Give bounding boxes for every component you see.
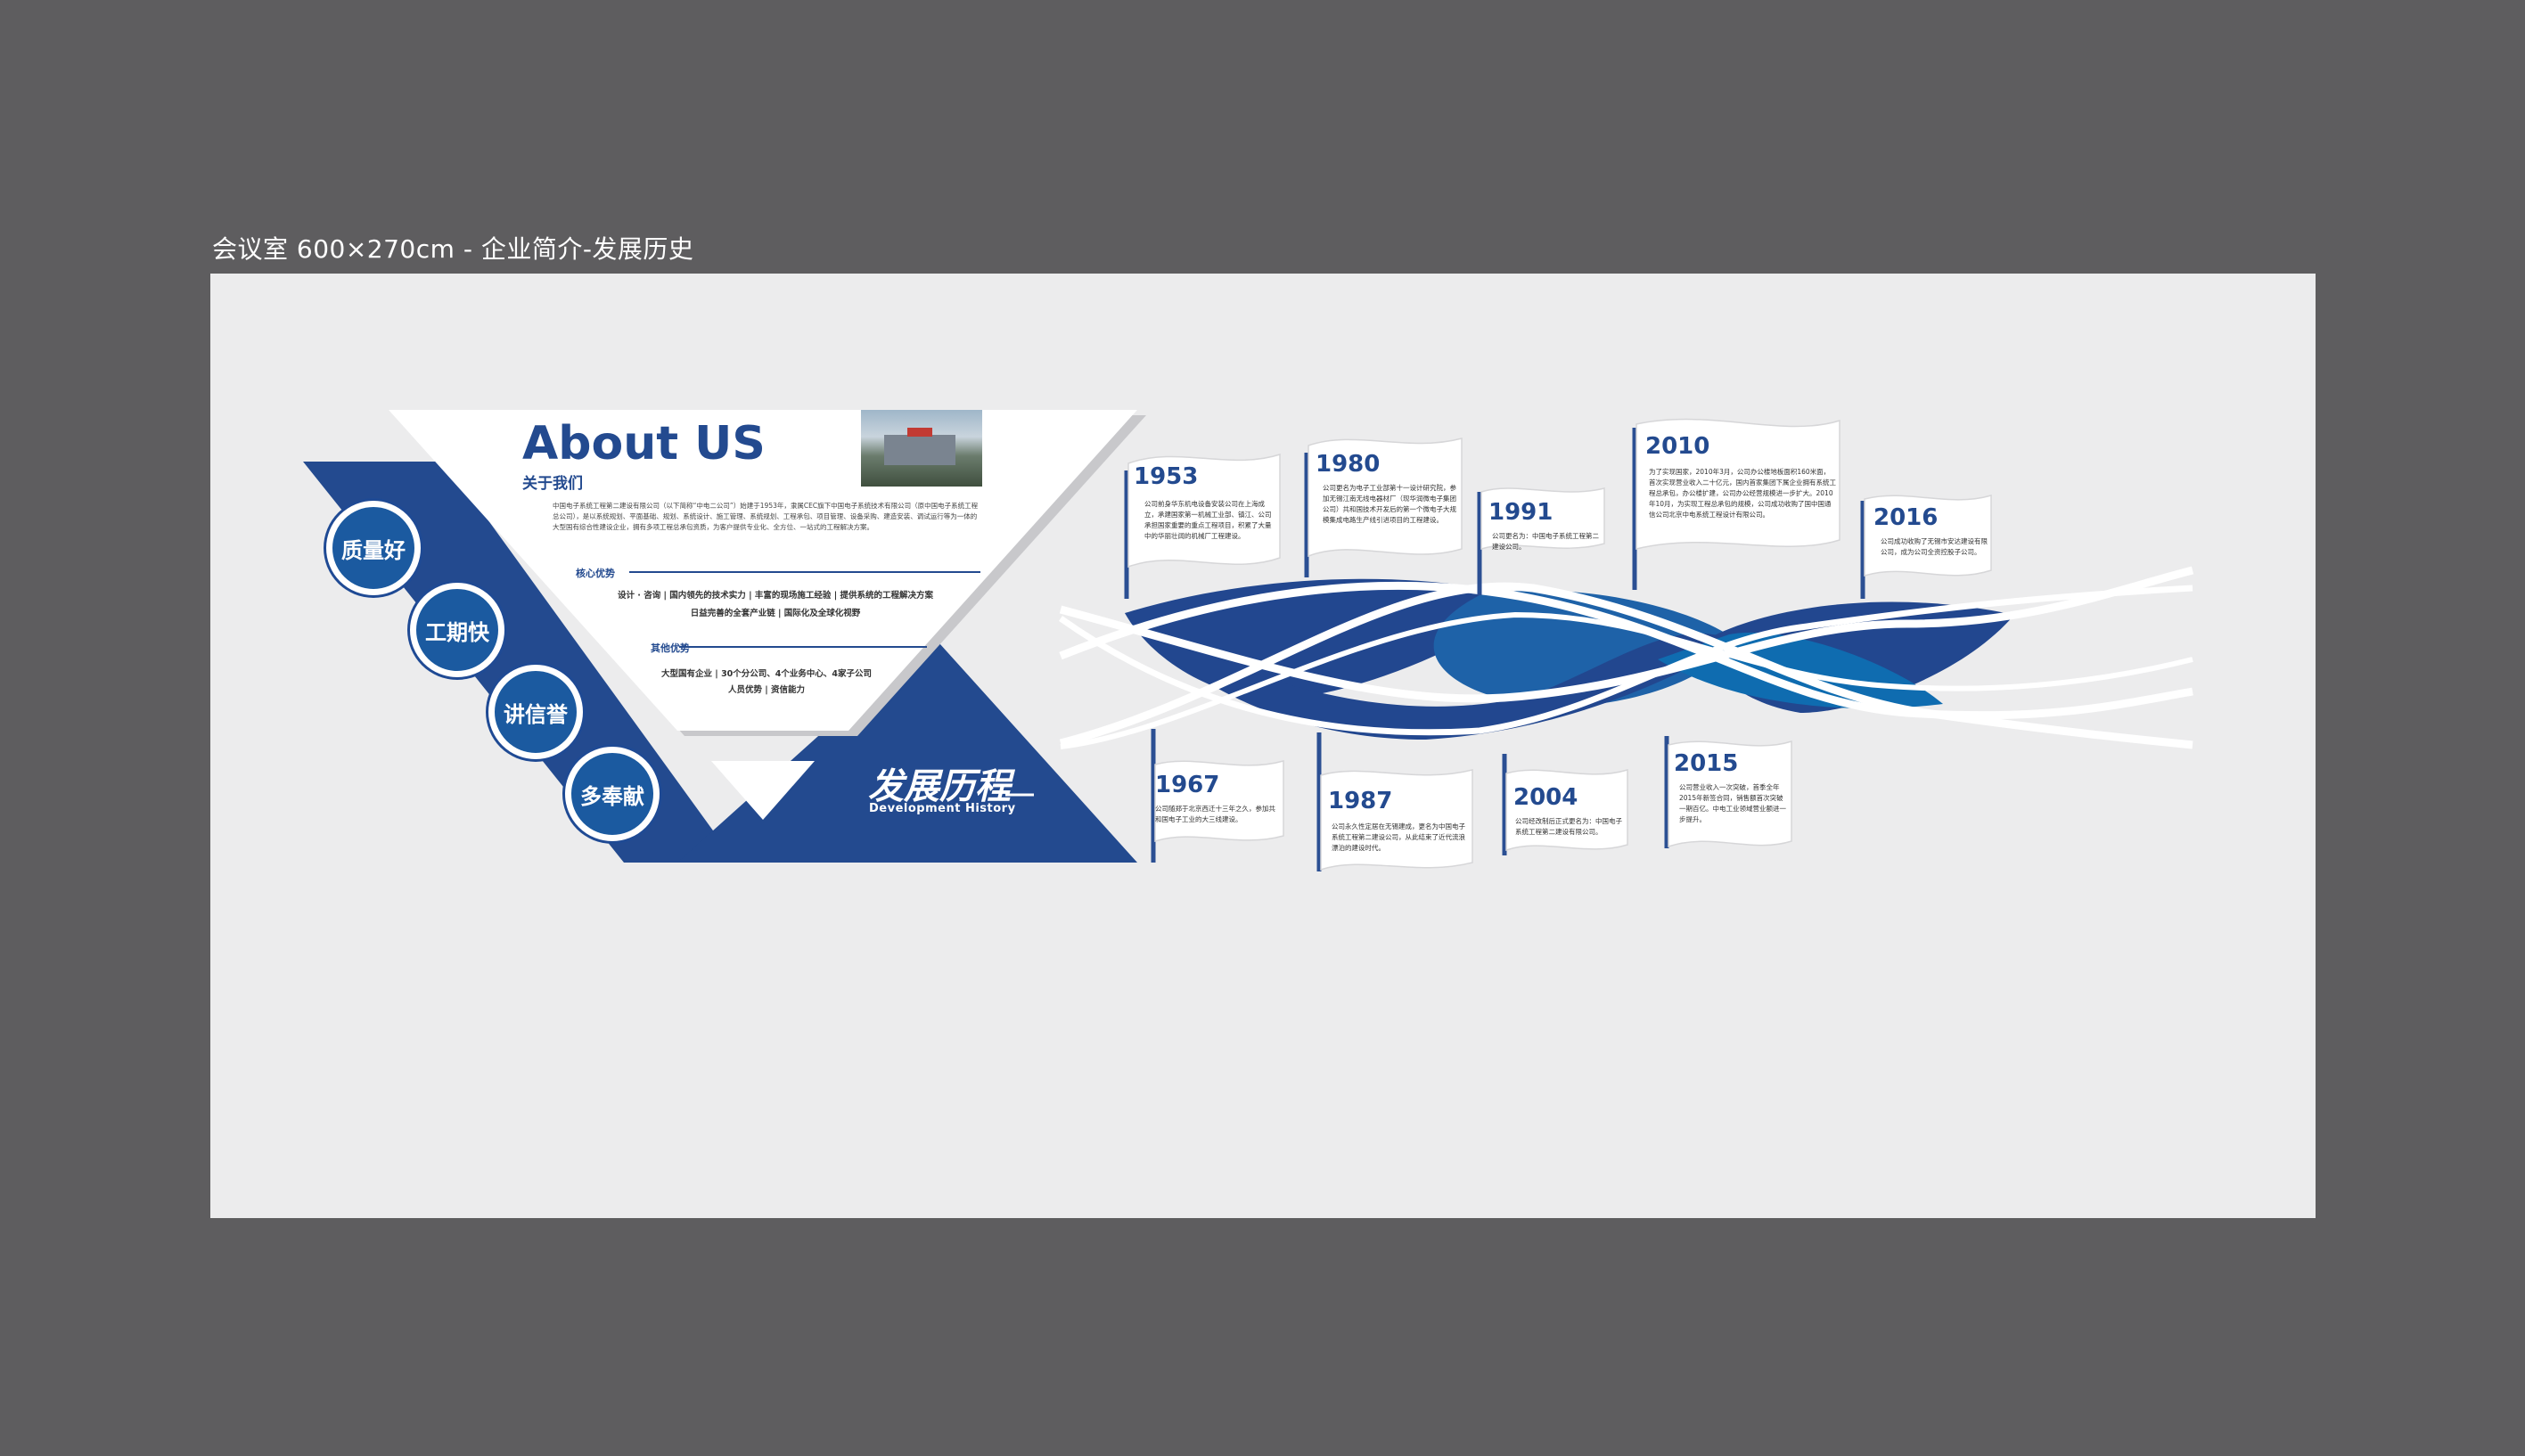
page-caption: 会议室 600×270cm - 企业简介-发展历史: [212, 234, 694, 264]
year-1953: 1953: [1134, 463, 1199, 490]
flag-1991: [1480, 487, 1605, 551]
photo-sign: [907, 428, 932, 437]
company-building-photo: [861, 410, 982, 487]
advantage-circle-speed: 工期快: [410, 583, 504, 677]
about-subtitle: 关于我们: [522, 475, 583, 493]
flag-1953: [1127, 453, 1281, 568]
flag-text-2004: 公司经改制后正式更名为：中国电子系统工程第二建设有限公司。: [1515, 817, 1622, 836]
wave-line-1: [1059, 566, 2194, 703]
history-block: [677, 634, 1137, 863]
wave-line-3: [1059, 582, 2193, 749]
flag-text-2016: 公司成功收购了无锡市安达建设有限公司，成为公司全资控股子公司。: [1881, 537, 1988, 556]
advantage-label: 质量好: [341, 537, 406, 563]
down-arrow-triangle: [711, 761, 815, 820]
history-title: 发展历程: [868, 766, 1011, 807]
flag-2004: [1505, 768, 1628, 852]
flag-2010: [1636, 418, 1840, 550]
flag-2016: [1864, 495, 1992, 577]
flag-text-1991: 公司更名为：中国电子系统工程第二建设公司。: [1492, 532, 1599, 551]
about-title: About US: [522, 417, 766, 470]
year-1991: 1991: [1488, 499, 1554, 526]
wave-line-4: [1058, 585, 2193, 736]
year-2015: 2015: [1674, 750, 1739, 777]
flag-text-1987: 公司永久性定居在无锡建成，更名为中国电子系统工程第二建设公司，从此结束了近代流浪…: [1332, 822, 1465, 852]
year-1980: 1980: [1316, 451, 1381, 478]
core-line-1: 设计 · 咨询 | 国内领先的技术实力 | 丰富的现场施工经验 | 提供系统的工…: [618, 591, 933, 601]
other-line-1: 大型国有企业 | 30个分公司、4个业务中心、4家子公司: [660, 669, 873, 679]
wave-line-5: [1060, 611, 2193, 749]
flag-text-1980: 公司更名为电子工业部第十一设计研究院，参加无锡江南无线电器材厂（现华润微电子集团…: [1323, 484, 1456, 524]
year-2010: 2010: [1645, 433, 1710, 460]
flag-text-1967: 公司随郑于北京西迁十三年之久，参加共和国电子工业的大三线建设。: [1155, 805, 1275, 823]
photo-building: [884, 435, 955, 465]
year-1987: 1987: [1328, 788, 1393, 814]
core-line-2: 日益完善的全套产业链 | 国际化及全球化视野: [690, 609, 861, 618]
other-line-2: 人员优势 | 资信能力: [727, 685, 806, 695]
year-2016: 2016: [1873, 504, 1939, 531]
advantage-label: 工期快: [425, 619, 489, 645]
flag-text-1953: 公司前身华东机电设备安装公司在上海成立，承建国家第一机械工业部、镇江、公司承担国…: [1144, 500, 1272, 540]
about-triangle: [389, 410, 1137, 731]
advantage-label: 讲信誉: [504, 701, 568, 727]
flag-1987: [1320, 769, 1473, 871]
flag-text-2010: 为了实现国家，2010年3月，公司办公楼地板面积160米面，首次实现营业收入二十…: [1649, 468, 1836, 519]
flag-2015: [1668, 740, 1792, 848]
other-label: 其他优势: [651, 642, 690, 654]
advantage-label: 多奉献: [580, 783, 644, 809]
about-intro-text: 中国电子系统工程第二建设有限公司（以下简称“中电二公司”）始建于1953年，隶属…: [553, 502, 979, 531]
advantage-circle-quality: 质量好: [326, 501, 421, 595]
wave-navy-mid: [1125, 613, 1738, 740]
history-subtitle: Development History: [869, 802, 1016, 815]
advantage-circle-dedication: 多奉献: [565, 747, 660, 841]
core-label: 核心优势: [576, 568, 615, 579]
flag-1980: [1308, 438, 1463, 558]
year-1967: 1967: [1155, 772, 1220, 798]
flag-text-2015: 公司营业收入一次突破，首季全年2015年新签合同，销售额首次突破一期百亿。中电工…: [1679, 783, 1786, 823]
year-2004: 2004: [1513, 784, 1578, 811]
advantage-circle-credit: 讲信誉: [488, 665, 583, 759]
flag-1967: [1154, 760, 1284, 843]
